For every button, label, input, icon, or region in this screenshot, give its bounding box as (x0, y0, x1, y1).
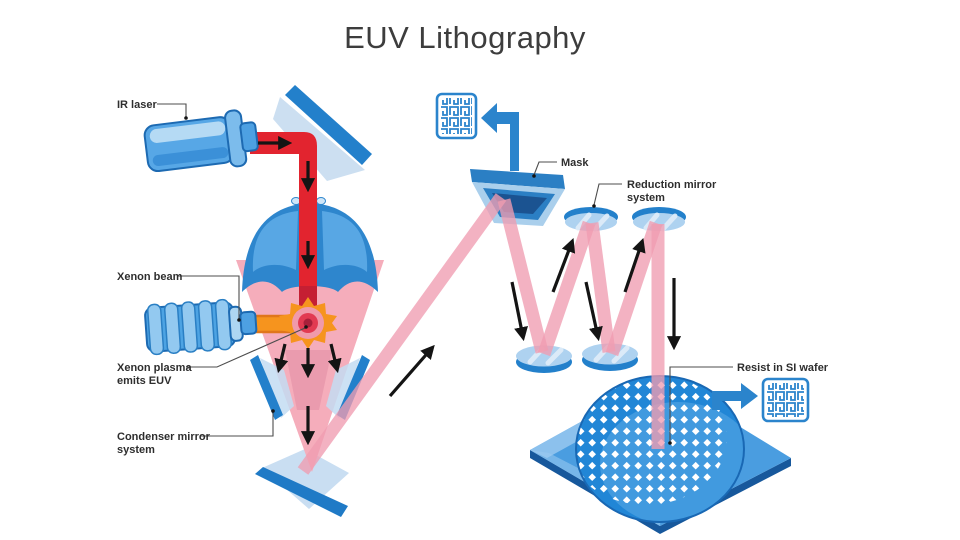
ir-laser (143, 109, 259, 173)
flow-arrow-icons (258, 135, 682, 446)
beam-cone-to-mask (297, 193, 507, 475)
dome-panel-left (252, 211, 298, 272)
label-reduction-line2: system (627, 192, 665, 204)
mask (470, 103, 565, 226)
beam-mask-to-mirror1 (497, 198, 549, 354)
condenser-bottom-mirror (255, 449, 349, 517)
label-xenon-plasma-line1: Xenon plasma (117, 362, 192, 374)
beam-mirror3-to-mirror4 (605, 220, 663, 357)
wafer-edge (530, 450, 791, 534)
xenon-source (144, 298, 258, 356)
reduction-mirror-bottom-1 (516, 345, 572, 373)
beam-mirror1-to-mirror2 (537, 220, 596, 357)
reduction-mirror-top-2 (632, 207, 686, 232)
label-xenon-beam: Xenon beam (117, 271, 183, 283)
label-reduction-line1: Reduction mirror (627, 179, 717, 191)
xenon-plasma (279, 297, 337, 349)
beam-mirror2-to-mirror3 (585, 222, 616, 353)
si-wafer (530, 375, 791, 534)
label-xenon-plasma-line2: emits EUV (117, 375, 172, 387)
dome-panel-right (322, 211, 368, 272)
fold-mirror (273, 85, 372, 181)
mask-pattern-maze-icon (435, 92, 478, 140)
page-title: EUV Lithography (344, 20, 586, 55)
leader-lines (157, 103, 733, 445)
wafer-pattern-maze-icon (761, 377, 810, 423)
label-condenser-line2: system (117, 444, 155, 456)
label-resist: Resist in SI wafer (737, 362, 829, 374)
euv-beam-path (297, 193, 665, 475)
reduction-mirror-bottom-2 (582, 343, 638, 371)
blue-elbow-arrow-left-icon (481, 103, 519, 171)
label-condenser-line1: Condenser mirror (117, 431, 211, 443)
label-ir-laser: IR laser (117, 99, 157, 111)
blue-elbow-arrow-right-icon (712, 383, 758, 410)
cone-inner-shade (285, 350, 332, 410)
label-mask: Mask (561, 157, 589, 169)
condenser-mirror-left (250, 355, 294, 420)
